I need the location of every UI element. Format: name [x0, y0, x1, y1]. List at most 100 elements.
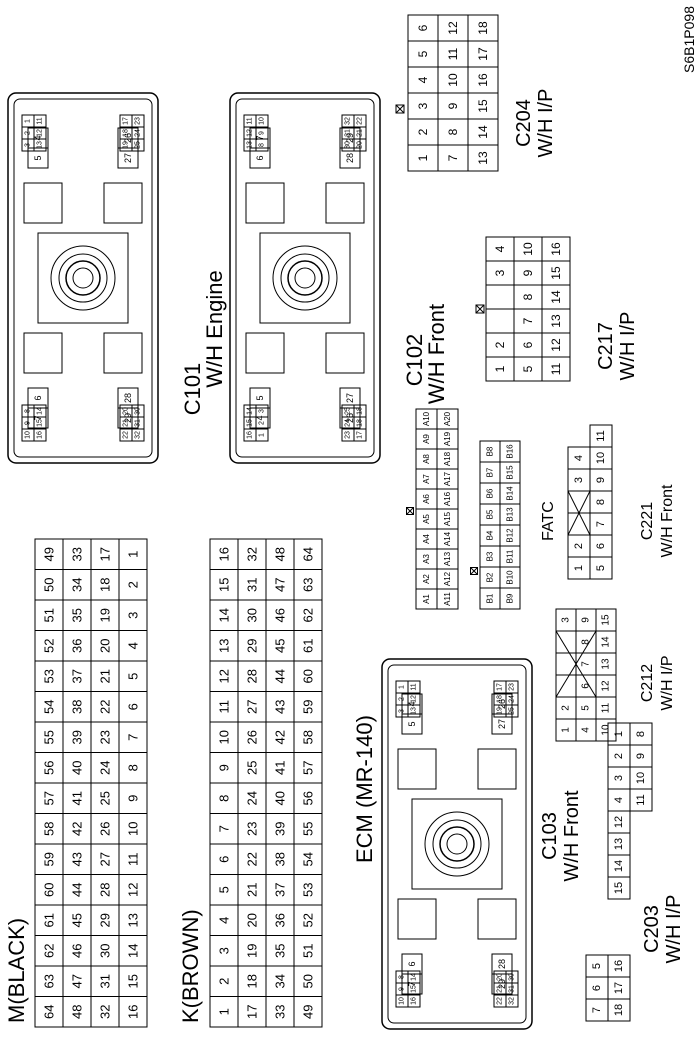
c101-block-pin-label: 23	[135, 117, 142, 125]
k-brown-pin-cell	[293, 538, 323, 570]
k-brown-pin-label: 13	[217, 639, 232, 653]
c101-inner-outline	[13, 98, 153, 458]
k-brown-pin-label: 7	[217, 825, 232, 832]
c204-pin-label: 9	[446, 102, 460, 109]
c101-block-pin-label: 12	[37, 129, 44, 137]
fatc-b-pin-label: B3	[486, 551, 495, 561]
fatc-b-lock	[470, 567, 478, 575]
m-black-pin-label: 24	[98, 761, 113, 775]
c212-pin-label: 15	[601, 614, 612, 626]
c101-pair-pin-label: 4	[33, 135, 43, 140]
c212-pin-cell	[555, 652, 577, 676]
fatc-a-lock-cross	[406, 507, 414, 515]
k-brown-pin-label: 17	[245, 1005, 260, 1019]
c102-inner-outline	[235, 98, 375, 458]
c221-pin-cell	[567, 490, 591, 514]
c204-pin-label: 7	[446, 154, 460, 161]
c101-block-pin-label: 15	[37, 419, 44, 427]
c102-block-pin-cell	[353, 114, 367, 128]
fatc-b-pin-label: B11	[506, 549, 515, 563]
m-black-pin-label: 62	[42, 944, 57, 958]
k-brown-pin-label: 23	[245, 822, 260, 836]
c103-pin-label: 14	[613, 860, 625, 872]
c217-pin-label: 8	[521, 293, 535, 300]
m-black-pin-label: 64	[42, 1005, 57, 1019]
c101-block-pin-label: 17	[123, 117, 130, 125]
k-brown-pin-label: 15	[217, 578, 232, 592]
c101-subtitle: W/H Engine	[202, 270, 227, 387]
k-brown-pin-label: 1	[217, 1008, 232, 1015]
c101-block-pin-cell	[131, 114, 145, 128]
k-brown-pin-label: 50	[301, 974, 316, 988]
c212-title: C212	[639, 664, 656, 702]
c101-center-ring	[50, 245, 116, 311]
m-black-pin-label: 11	[126, 853, 141, 867]
c101-pair-pin-cell	[117, 127, 139, 149]
k-brown-pin-label: 32	[245, 547, 260, 561]
c103-title: C103	[539, 812, 561, 860]
fatc-a-pin-label: A12	[443, 571, 452, 586]
ecm-block-pin-label: 21	[497, 985, 504, 993]
ecm-pair-pin-label: 27	[497, 719, 507, 729]
m-black-pin-label: 18	[98, 578, 113, 592]
c204-subtitle: W/H I/P	[535, 89, 557, 158]
m-black-pin-label: 25	[98, 791, 113, 805]
fatc-a-pin-label: A3	[422, 554, 431, 564]
m-black-pin-label: 58	[42, 822, 57, 836]
k-brown-pin-label: 46	[273, 608, 288, 622]
c101-block-pin-label: 20	[123, 407, 130, 415]
c101-center-ring	[58, 253, 108, 303]
c217-pin-cell	[485, 284, 515, 310]
m-black-pin-label: 31	[98, 974, 113, 988]
c203-title: C203	[641, 905, 663, 953]
c102-block-pin-label: 2	[259, 421, 266, 425]
m-black-pin-label: 15	[126, 974, 141, 988]
k-brown-pin-label: 35	[273, 944, 288, 958]
m-black-pin-label: 51	[42, 608, 57, 622]
k-brown-pin-label: 6	[217, 856, 232, 863]
c101-pair-pin-label: 26	[123, 133, 133, 143]
m-black-pin-label: 50	[42, 578, 57, 592]
fatc-a-pin-label: A16	[443, 491, 452, 506]
c221-pin-label: 7	[595, 521, 607, 527]
c204-pin-label: 18	[476, 21, 490, 35]
m-black-pin-label: 33	[70, 547, 85, 561]
ecm-block-pin-label: 10	[399, 997, 406, 1005]
c101-key-slot	[103, 332, 143, 374]
c203-pin-label: 18	[613, 1004, 625, 1016]
c102-pair-pin-label: 27	[345, 393, 355, 403]
c204-pin-label: 4	[416, 76, 430, 83]
c103-pin-label: 12	[613, 816, 625, 828]
fatc-a-pin-label: A13	[443, 551, 452, 566]
k-brown-pin-label: 38	[273, 852, 288, 866]
fatc-b-pin-label: B8	[486, 446, 495, 456]
c102-key-slot	[325, 332, 365, 374]
c102-pair-pin-label: 5	[255, 395, 265, 400]
ecm-block-pin-label: 1	[399, 685, 406, 689]
ecm-center-ring	[432, 819, 482, 869]
fatc-a-pin-label: A6	[422, 494, 431, 504]
c103-pin-label: 11	[635, 794, 647, 805]
m-black-pin-label: 13	[126, 913, 141, 927]
c212-pin-label: 14	[601, 636, 612, 648]
k-brown-pin-label: 40	[273, 791, 288, 805]
c101-block-pin-cell	[33, 114, 47, 128]
c102-block-pin-label: 16	[247, 431, 254, 439]
c101-block-pin-label: 21	[123, 419, 130, 427]
c103-pin-label: 13	[613, 838, 625, 850]
c217-pin-label: 7	[521, 317, 535, 324]
k-brown-pin-label: 28	[245, 669, 260, 683]
m-black-pin-label: 40	[70, 761, 85, 775]
m-black-pin-label: 49	[42, 547, 57, 561]
m-black-pin-label: 2	[126, 581, 141, 588]
c212-pin-label: 12	[601, 680, 612, 692]
fatc-a-pin-label: A4	[422, 534, 431, 544]
ecm-block-pin-cell	[505, 680, 519, 694]
c101-pair-pin-label: 27	[123, 153, 133, 163]
c102-pair-pin-label: 7	[255, 135, 265, 140]
k-brown-pin-label: 16	[217, 547, 232, 561]
m-black-pin-label: 17	[98, 547, 113, 561]
c103-pin-label: 15	[613, 882, 625, 894]
m-black-pin-label: 63	[42, 974, 57, 988]
